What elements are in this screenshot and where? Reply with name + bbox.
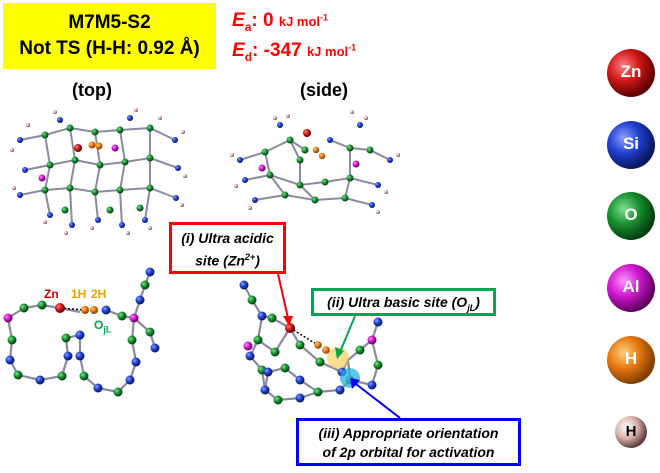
legend <box>607 49 655 448</box>
ring-fragment-left-atoms <box>3 267 160 397</box>
h1-label: 1H <box>71 287 87 301</box>
ring-fragment-side-atoms <box>239 280 383 405</box>
side-view-label: (side) <box>300 80 349 100</box>
legend-h-white-sphere <box>615 416 647 448</box>
legend-h-sphere <box>607 336 655 384</box>
activation-energy: Ea: 0 kJ mol-1 <box>232 10 329 34</box>
legend-zn-label: Zn <box>620 62 642 81</box>
top-view-atoms <box>10 108 187 235</box>
legend-o-sphere <box>607 192 655 240</box>
legend-zn-sphere <box>607 49 655 97</box>
top-view-label: (top) <box>72 80 112 100</box>
legend-al-sphere <box>607 264 655 312</box>
legend-o-label: O <box>624 205 638 224</box>
ojl-label: OjL <box>94 318 112 335</box>
h2-label: 2H <box>91 287 107 301</box>
legend-h-label: H <box>624 349 638 368</box>
legend-al-label: Al <box>622 277 640 296</box>
zn-label: Zn <box>44 287 59 301</box>
side-view-atoms <box>230 110 400 214</box>
title-ts-note: Not TS (H-H: 0.92 Å) <box>19 38 200 59</box>
orbital-orientation-callout: (iii) Appropriate orientation of 2p orbi… <box>296 418 521 466</box>
basic-site-callout: (ii) Ultra basic site (OjL) <box>311 288 496 316</box>
legend-si-sphere <box>607 121 655 169</box>
title-structure-name: M7M5-S2 <box>68 12 151 33</box>
legend-si-label: Si <box>622 134 640 153</box>
acidic-site-callout: (i) Ultra acidic site (Zn2+) <box>169 222 286 274</box>
desorption-energy: Ed: -347 kJ mol-1 <box>232 40 357 64</box>
title-box: M7M5-S2 Not TS (H-H: 0.92 Å) <box>3 3 216 69</box>
callout-arrows <box>277 273 401 419</box>
legend-h-white-label: H <box>625 423 637 440</box>
